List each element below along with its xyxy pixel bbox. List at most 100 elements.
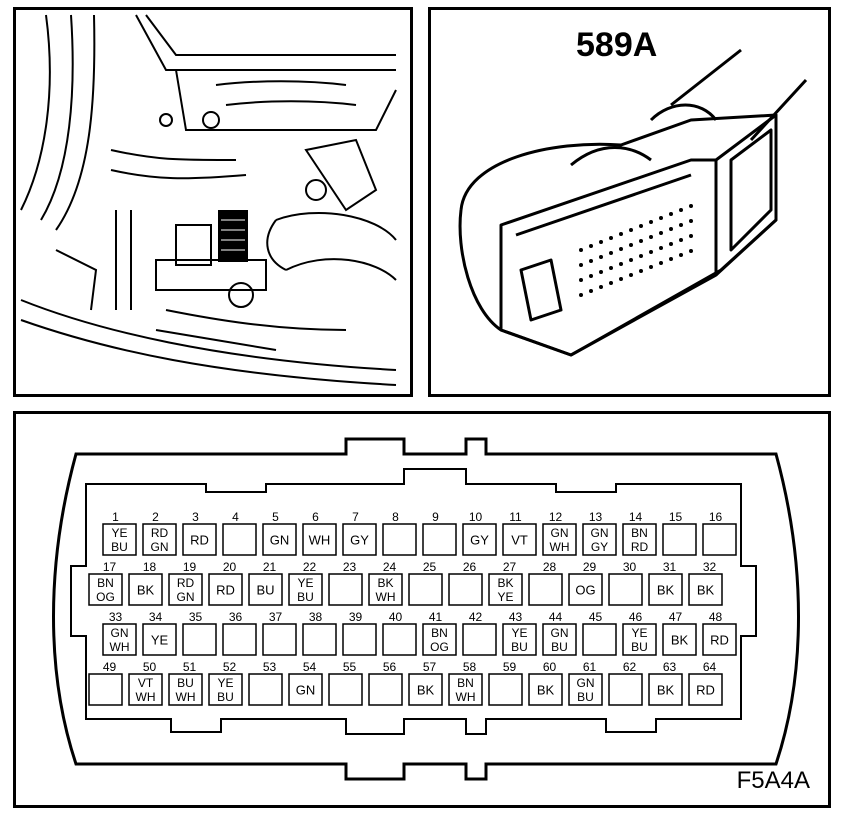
pin-cavity [182, 623, 217, 656]
pin-15: 15 [662, 510, 697, 556]
pin-number: 55 [343, 660, 357, 674]
pin-number: 7 [352, 510, 359, 524]
pin-cavity [582, 623, 617, 656]
pin-number: 33 [109, 610, 123, 624]
wire-color-label: GN [296, 683, 316, 698]
pin-number: 56 [383, 660, 397, 674]
pin-number: 49 [103, 660, 117, 674]
pin-number: 51 [183, 660, 197, 674]
pin-number: 15 [669, 510, 683, 524]
pin-number: 25 [423, 560, 437, 574]
wire-color-label: GY [350, 533, 369, 548]
pin-number: 2 [152, 510, 159, 524]
pin-cavity [248, 573, 283, 606]
pin-6: 6WH [302, 510, 337, 556]
pin-cavity [142, 623, 177, 656]
pin-number: 35 [189, 610, 203, 624]
pin-number: 47 [669, 610, 683, 624]
pin-cavity [568, 673, 603, 706]
pin-cavity [302, 523, 337, 556]
wire-color-stripe: BU [631, 640, 648, 654]
pin-cavity [622, 523, 657, 556]
pin-cavity [102, 623, 137, 656]
wire-color-label: GY [470, 533, 489, 548]
pin-cavity [262, 623, 297, 656]
pin-37: 37 [262, 610, 297, 656]
pin-3: 3RD [182, 510, 217, 556]
pin-number: 64 [703, 660, 717, 674]
pin-number: 5 [272, 510, 279, 524]
wire-color-primary: YE [511, 626, 527, 640]
pin-28: 28 [528, 560, 563, 606]
pin-9: 9 [422, 510, 457, 556]
pin-cavity [542, 523, 577, 556]
engine-bay-drawing [20, 14, 397, 386]
wire-color-label: BK [671, 633, 689, 648]
pin-cavity [142, 523, 177, 556]
pin-number: 3 [192, 510, 199, 524]
wire-color-label: BK [137, 583, 155, 598]
pin-number: 1 [112, 510, 119, 524]
wire-color-primary: VT [138, 676, 154, 690]
pin-42: 42 [462, 610, 497, 656]
pin-53: 53 [248, 660, 283, 706]
wire-color-label: BK [697, 583, 715, 598]
pin-40: 40 [382, 610, 417, 656]
pin-number: 9 [432, 510, 439, 524]
pin-number: 28 [543, 560, 557, 574]
pin-number: 11 [509, 510, 522, 524]
pin-cavity [502, 523, 537, 556]
pin-number: 46 [629, 610, 643, 624]
pin-number: 34 [149, 610, 163, 624]
wire-color-label: RD [710, 633, 729, 648]
pin-number: 53 [263, 660, 277, 674]
pin-number: 19 [183, 560, 197, 574]
pin-cavity [542, 623, 577, 656]
pin-cavity [488, 573, 523, 606]
pin-cavity [582, 523, 617, 556]
pin-49: 49 [88, 660, 123, 706]
pin-cavity [528, 673, 563, 706]
pin-cavity [168, 573, 203, 606]
pin-number: 12 [549, 510, 563, 524]
wire-color-stripe: OG [430, 640, 449, 654]
wire-color-stripe: BU [297, 590, 314, 604]
pin-number: 29 [583, 560, 597, 574]
pin-number: 36 [229, 610, 243, 624]
pin-number: 60 [543, 660, 557, 674]
wire-color-stripe: WH [456, 690, 476, 704]
pin-cavity [462, 523, 497, 556]
pin-number: 21 [263, 560, 277, 574]
pin-59: 59 [488, 660, 523, 706]
wire-color-primary: BN [97, 576, 114, 590]
wire-color-stripe: WH [550, 540, 570, 554]
pin-cavity [568, 573, 603, 606]
wire-color-label: WH [309, 533, 331, 548]
wire-color-primary: YE [297, 576, 313, 590]
pin-cavity [342, 523, 377, 556]
pin-cavity [662, 523, 697, 556]
pin-number: 17 [103, 560, 117, 574]
wire-color-stripe: BU [551, 640, 568, 654]
wire-color-label: GN [270, 533, 290, 548]
pin-number: 38 [309, 610, 323, 624]
pin-cavity [288, 673, 323, 706]
pin-number: 24 [383, 560, 397, 574]
pin-cavity [422, 623, 457, 656]
pin-number: 30 [623, 560, 637, 574]
pin-number: 16 [709, 510, 723, 524]
pin-cavity [662, 623, 697, 656]
pin-cavity [262, 523, 297, 556]
pin-number: 22 [303, 560, 317, 574]
pin-cavity [208, 573, 243, 606]
pin-cavity [608, 573, 643, 606]
